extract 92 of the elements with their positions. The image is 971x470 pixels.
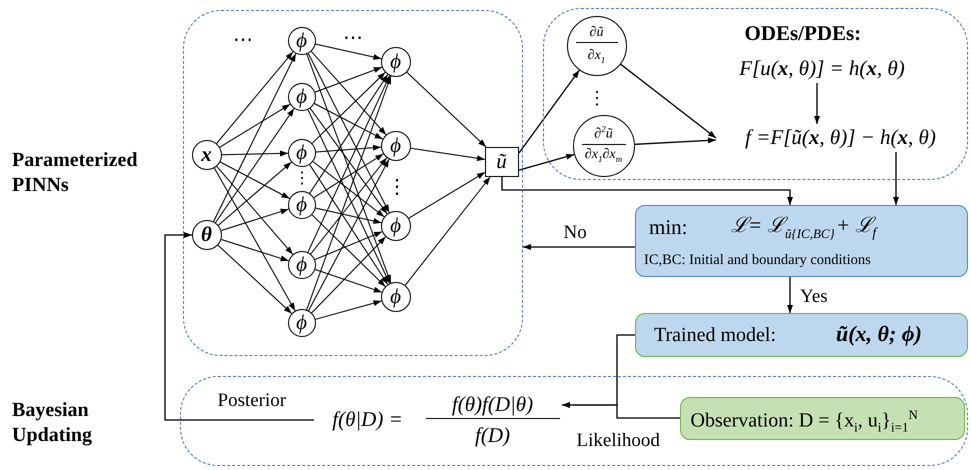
dashed-panel [183,10,523,356]
fraction-denominator: ∂x$_{1}$∂x$_{m}$ [584,146,624,164]
heading-text: ODEs/PDEs: [744,22,862,45]
arrow [312,161,385,218]
arrow [218,162,292,226]
fraction-numerator: ∂$^{2}$ũ [582,124,626,145]
input-node: x [192,140,222,170]
arrow [218,244,292,314]
arrow [309,164,388,285]
arrow [893,152,899,205]
dashed-panel [543,8,968,180]
arrow [216,166,294,255]
arrow [219,104,291,148]
input-node: θ [192,220,222,250]
model-box [635,313,968,357]
arrow [220,208,290,231]
box-label: Trained model: [654,323,776,347]
loss-box [635,205,968,277]
model-formula: ũ(x, θ; ϕ) [836,321,922,348]
neuron-node: ϕ [380,46,410,76]
arrow [313,154,384,198]
arrow [310,50,386,136]
neuron-node: ϕ [288,250,316,278]
arrow [314,103,384,140]
arrow [311,236,386,314]
neuron-node: ϕ [288,26,316,54]
formula-subscript: ũ{IC,BC} [785,226,835,242]
neuron-node: ϕ [288,82,316,110]
arrow [220,162,290,199]
arrow [312,72,386,144]
arrow [164,232,314,421]
neuron-node: ϕ [288,190,316,218]
arrow [216,51,294,144]
fraction-numerator: f(θ)f(D|θ) [426,392,560,419]
arrow [213,53,296,222]
neuron-node: ϕ [288,138,316,166]
section-label: Parameterized PINNs [12,148,138,198]
arrow [306,54,392,284]
neuron-node: ϕ [380,282,410,312]
arrow [220,239,290,262]
arrow [518,70,580,154]
arrow [518,154,574,171]
arrow [309,74,388,194]
arrow [523,244,635,250]
ellipsis-mark: ⋮ [588,89,606,109]
arrow [215,108,295,224]
ellipsis-mark: ⋯ [233,29,253,51]
arrow [408,172,486,219]
fraction-denominator: f(D) [474,422,511,448]
observation-box [680,396,964,440]
arrow [312,214,386,287]
output-node: ũ [484,146,518,176]
arrow [787,277,793,313]
arrow [214,168,296,312]
fraction-numerator: ∂ũ [576,24,618,43]
formula-text: f(θ|D) = [331,406,404,432]
arrow [406,72,487,148]
arrow [222,150,288,156]
arrow [315,208,382,224]
arrow [308,53,390,214]
ellipsis-mark: ⋮ [387,176,407,198]
arrow [404,176,491,286]
arrow [306,76,392,310]
arrow [314,231,383,260]
ellipsis-mark: ⋮ [294,170,310,188]
min-label: min: [649,215,688,240]
arrow [620,64,716,139]
arrow [634,137,716,145]
neuron-node: ϕ [380,130,410,160]
arrow [562,402,680,419]
arrow [410,148,486,162]
arrow [307,75,390,253]
arrow [315,44,382,60]
equation-text: F[u(x, θ)] = h(x, θ) [700,56,944,82]
fraction-denominator: ∂x$_{1}$ [586,48,606,64]
arrow [501,177,793,205]
arrow [310,157,388,254]
formula-text: + ℒ$_{f}$ [836,213,876,242]
arrow [314,269,382,293]
ellipsis-mark: ⋯ [343,27,363,49]
arrow [315,300,382,320]
arrow [814,83,820,124]
arrow [308,158,390,312]
equation-text: f =F[ũ(x, θ)] − h(x, θ) [716,124,966,152]
section-label: Bayesian Updating [12,398,94,448]
arrow [316,144,382,152]
note-text: IC,BC: Initial and boundary conditions [644,252,871,270]
arrow [308,109,390,284]
neuron-node: ϕ [288,308,316,336]
arrow [310,108,388,214]
neuron-node: ϕ [380,210,410,240]
arrow [314,66,382,93]
